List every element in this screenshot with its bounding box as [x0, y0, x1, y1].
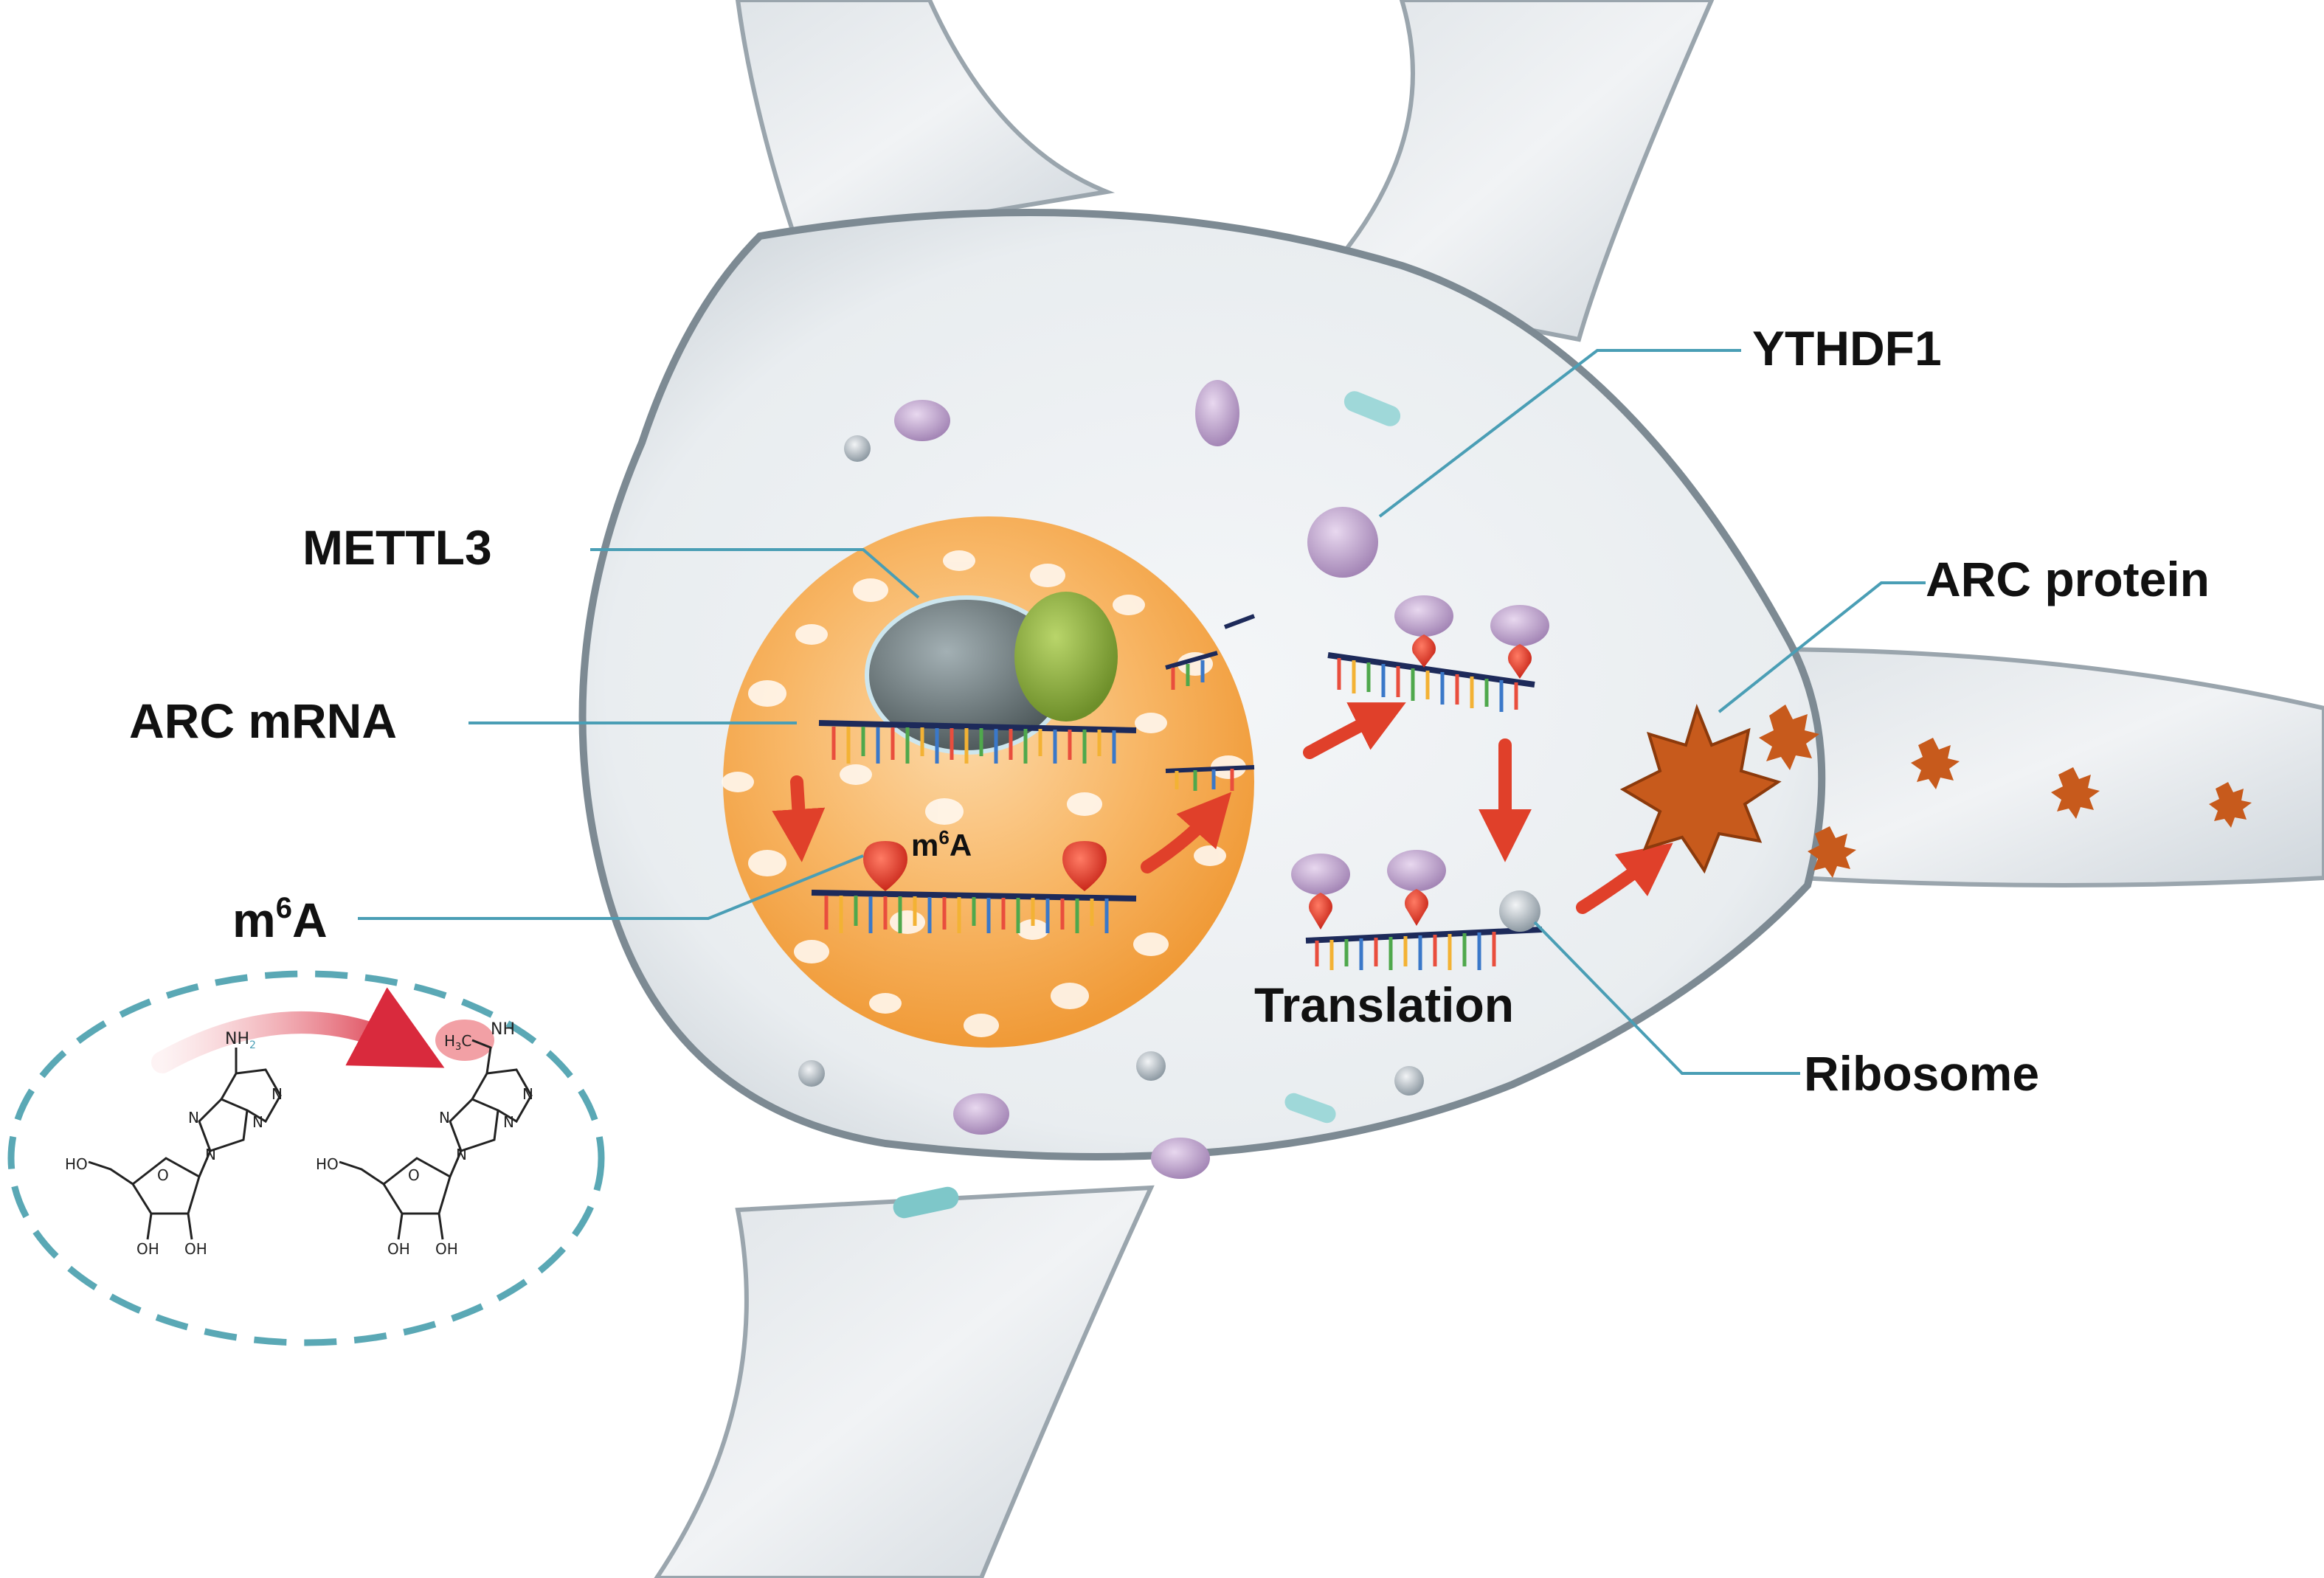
- svg-text:OH: OH: [435, 1240, 458, 1258]
- svg-text:HO: HO: [316, 1155, 339, 1173]
- arc-mrna-nuclear-bottom: [811, 890, 1137, 933]
- svg-text:HO: HO: [65, 1155, 88, 1173]
- leader-mettl3: [590, 548, 920, 599]
- methyl-highlight: [435, 1020, 494, 1061]
- arc-protein-icon: [1619, 703, 2252, 878]
- cytoplasm-mrna-fragments: [1165, 614, 1256, 791]
- neurite-top-left: [735, 0, 1116, 246]
- label-arc-protein: ARC protein: [1926, 552, 2210, 606]
- m6a-mark-icon: [863, 841, 1107, 891]
- label-arc-mrna: ARC mRNA: [129, 693, 397, 748]
- svg-text:NH2: NH2: [225, 1030, 256, 1051]
- label-m6a: m6A: [232, 892, 328, 947]
- arrow-nuclear-export: [1141, 792, 1232, 873]
- arc-mrna-translating: [1291, 850, 1543, 970]
- neurites: [654, 0, 2324, 1578]
- m6a-nuclear-label: m6A: [911, 826, 972, 862]
- svg-text:N: N: [188, 1109, 199, 1127]
- label-mettl3: METTL3: [302, 520, 492, 575]
- arrow-methylation: [772, 775, 826, 862]
- n6-methyladenosine-structure-icon: [339, 1039, 533, 1240]
- ythdf1-translating-icons: [1291, 850, 1446, 930]
- n6-methyladenosine-labels: HO O OH OH N N N N NH H3C: [316, 1020, 533, 1258]
- neurite-right: [1753, 646, 2324, 887]
- svg-text:N: N: [503, 1113, 514, 1131]
- arrow-to-arc-protein: [1576, 842, 1673, 914]
- svg-text:OH: OH: [184, 1240, 207, 1258]
- arc-mrna-ythdf1: [1327, 595, 1549, 712]
- svg-text:N: N: [456, 1146, 467, 1163]
- ythdf1-icon: [1307, 507, 1378, 578]
- process-arrows: [772, 702, 1673, 914]
- adenosine-labels: HO O OH OH N N N N NH2: [65, 1030, 283, 1258]
- svg-text:OH: OH: [387, 1240, 410, 1258]
- cytoplasm-particles: [798, 380, 1424, 1219]
- neurite-bottom: [654, 1185, 1155, 1578]
- svg-text:O: O: [157, 1166, 169, 1184]
- svg-text:N: N: [252, 1113, 263, 1131]
- neurite-top-right: [1309, 0, 1715, 342]
- leader-arc-protein: [1718, 581, 1926, 713]
- leader-ribosome: [1533, 921, 1800, 1075]
- svg-text:O: O: [408, 1166, 420, 1184]
- leader-lines: [358, 349, 1926, 1075]
- arrow-to-ythdf1: [1303, 702, 1406, 759]
- svg-text:N: N: [205, 1146, 216, 1163]
- label-ythdf1: YTHDF1: [1752, 321, 1942, 376]
- adenosine-structure-icon: [88, 1048, 282, 1240]
- ythdf1-bound-icons: [1394, 595, 1549, 679]
- arc-mrna-nuclear-top: [818, 720, 1137, 764]
- svg-text:NH: NH: [491, 1020, 515, 1039]
- methylation-inset-outline: [7, 970, 605, 1346]
- svg-text:OH: OH: [136, 1240, 159, 1258]
- svg-text:N: N: [439, 1109, 450, 1127]
- label-ribosome: Ribosome: [1804, 1046, 2039, 1101]
- ribosome-icon: [1499, 890, 1540, 932]
- methylation-arrow: [151, 987, 445, 1073]
- metttl3-complex-icon: [865, 592, 1118, 755]
- label-translation: Translation: [1254, 977, 1514, 1032]
- svg-text:H3C: H3C: [444, 1032, 471, 1053]
- leader-ythdf1: [1378, 349, 1741, 518]
- svg-text:N: N: [522, 1085, 533, 1103]
- leader-m6a: [358, 854, 864, 920]
- svg-text:N: N: [272, 1085, 283, 1103]
